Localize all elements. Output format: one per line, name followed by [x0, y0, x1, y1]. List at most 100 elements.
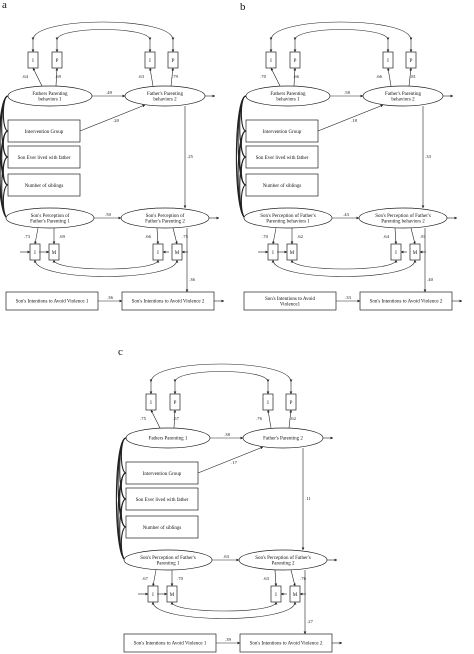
son-perception-1-label: Son's Perception of Father's — [140, 556, 196, 561]
loading-path — [150, 409, 161, 429]
son-perception-2-label: Parenting behaviors 2 — [381, 220, 425, 225]
panel-label-b: b — [240, 1, 246, 13]
father-to-son-coefficient: .33 — [425, 154, 431, 159]
loading-path — [156, 227, 160, 245]
loading-path — [293, 67, 297, 87]
indicator-label: M — [175, 251, 180, 256]
father-stability-coefficient: .58 — [344, 90, 350, 95]
father-parenting-1-label: behaviors 1 — [38, 98, 62, 103]
loading-path — [272, 227, 277, 245]
exogenous-covariance-arc — [2, 184, 9, 219]
loading-coefficient: .75 — [140, 416, 146, 421]
indicator-label: P — [56, 59, 59, 64]
intentions-2-label: Son's Intentions to Avoid Violence 2 — [370, 300, 443, 305]
indicator-label: I — [150, 401, 152, 406]
father-parenting-1-label: Fathers Parenting — [270, 92, 306, 97]
son-perception-2-label: Son's Perception of Father's — [375, 214, 431, 219]
covariate-label: Number of siblings — [263, 184, 302, 189]
intervention-path — [317, 104, 384, 132]
intentions-2-label: Son's Intentions to Avoid Violence 2 — [132, 300, 205, 305]
father-parenting-2-label: behaviors 2 — [153, 98, 177, 103]
father-parenting-2-label: Father's Parenting — [147, 92, 184, 97]
indicator-label: I — [270, 59, 272, 64]
indicator-label: I — [275, 593, 277, 598]
indicator-label: P — [290, 401, 293, 406]
loading-coefficient: .63 — [263, 576, 269, 581]
loading-path — [152, 569, 157, 587]
indicator-label: I — [395, 251, 397, 256]
loading-coefficient: .67 — [142, 576, 148, 581]
intervention-coefficient: .20 — [113, 118, 119, 123]
father-parenting-2-label: Father's Parenting — [385, 92, 422, 97]
loading-coefficient: .62 — [290, 416, 296, 421]
son-to-intention-coefficient: .40 — [427, 277, 433, 282]
intentions-1-label: Son's Intentions to Avoid Violence 1 — [134, 642, 207, 647]
loading-coefficient: .62 — [297, 234, 303, 239]
son-perception-2-label: Son's Perception of — [146, 214, 185, 219]
loading-path — [387, 67, 392, 87]
loading-path — [34, 227, 39, 245]
covariate-label: Intervention Group — [25, 130, 64, 135]
indicator-label: I — [387, 59, 389, 64]
loading-path — [32, 67, 43, 87]
error-covariance-arc — [271, 259, 417, 277]
son-to-intention-coefficient: .27 — [307, 619, 313, 624]
son-perception-1-label: Father's Parenting 1 — [30, 220, 70, 225]
son-perception-2-label: Son's Perception of Father's — [255, 556, 311, 561]
exogenous-covariance-arc — [240, 184, 247, 219]
loading-coefficient: .66 — [145, 234, 151, 239]
son-stability-coefficient: .43 — [343, 212, 349, 217]
son-perception-1-label: Son's Perception of Father's — [260, 214, 316, 219]
indicator-label: M — [413, 251, 418, 256]
indicator-label: I — [34, 251, 36, 256]
error-covariance-arc — [31, 21, 175, 41]
intervention-path — [197, 446, 264, 474]
loading-path — [270, 67, 281, 87]
father-parenting-1-label: behaviors 1 — [276, 98, 300, 103]
son-stability-coefficient: .63 — [223, 554, 229, 559]
loading-path — [172, 227, 178, 245]
indicator-label: P — [172, 59, 175, 64]
covariate-label: Number of siblings — [25, 184, 64, 189]
panel-label-c: c — [118, 346, 123, 358]
error-covariance-arc — [173, 371, 270, 383]
intentions-1-label: Son's Intentions to Avoid — [265, 297, 316, 302]
indicator-label: P — [410, 59, 413, 64]
intentions-2-label: Son's Intentions to Avoid Violence 2 — [250, 642, 323, 647]
loading-coefficient: .57 — [173, 416, 179, 421]
loading-path — [274, 569, 278, 587]
intervention-coefficient: .17 — [231, 460, 237, 465]
loading-coefficient: .69 — [59, 234, 65, 239]
intentions-1-label: Violence1 — [280, 303, 301, 308]
loading-path — [290, 569, 296, 587]
covariate-label: Son Ever lived with father — [136, 498, 189, 503]
covariate-label: Intervention Group — [263, 130, 302, 135]
error-covariance-arc — [52, 259, 160, 270]
loading-coefficient: .66 — [376, 74, 382, 79]
loading-coefficient: .70 — [262, 234, 268, 239]
covariate-label: Number of siblings — [143, 526, 182, 531]
father-parenting-1-label: Fathers Parenting 1 — [149, 437, 188, 442]
loading-path — [149, 67, 154, 87]
father-parenting-1-label: Fathers Parenting — [32, 92, 68, 97]
son-perception-2-label: Parenting 2 — [272, 562, 295, 567]
indicator-label: I — [32, 59, 34, 64]
indicator-label: I — [152, 593, 154, 598]
intention-stability-coefficient: .39 — [225, 637, 231, 642]
error-covariance-arc — [33, 259, 179, 277]
indicator-label: M — [170, 593, 175, 598]
covariate-label: Intervention Group — [143, 472, 182, 477]
indicator-label: M — [290, 251, 295, 256]
exogenous-covariance-arc — [120, 526, 127, 561]
error-covariance-arc — [269, 21, 413, 41]
indicator-label: P — [174, 401, 177, 406]
loading-path — [408, 67, 413, 87]
son-perception-2-label: Father's Parenting 2 — [145, 220, 185, 225]
son-perception-1-label: Son's Perception of — [31, 214, 70, 219]
covariate-label: Son Ever lived with father — [256, 156, 309, 161]
son-perception-1-label: Parenting behaviors 1 — [266, 220, 310, 225]
father-parenting-2-label: behaviors 2 — [391, 98, 415, 103]
